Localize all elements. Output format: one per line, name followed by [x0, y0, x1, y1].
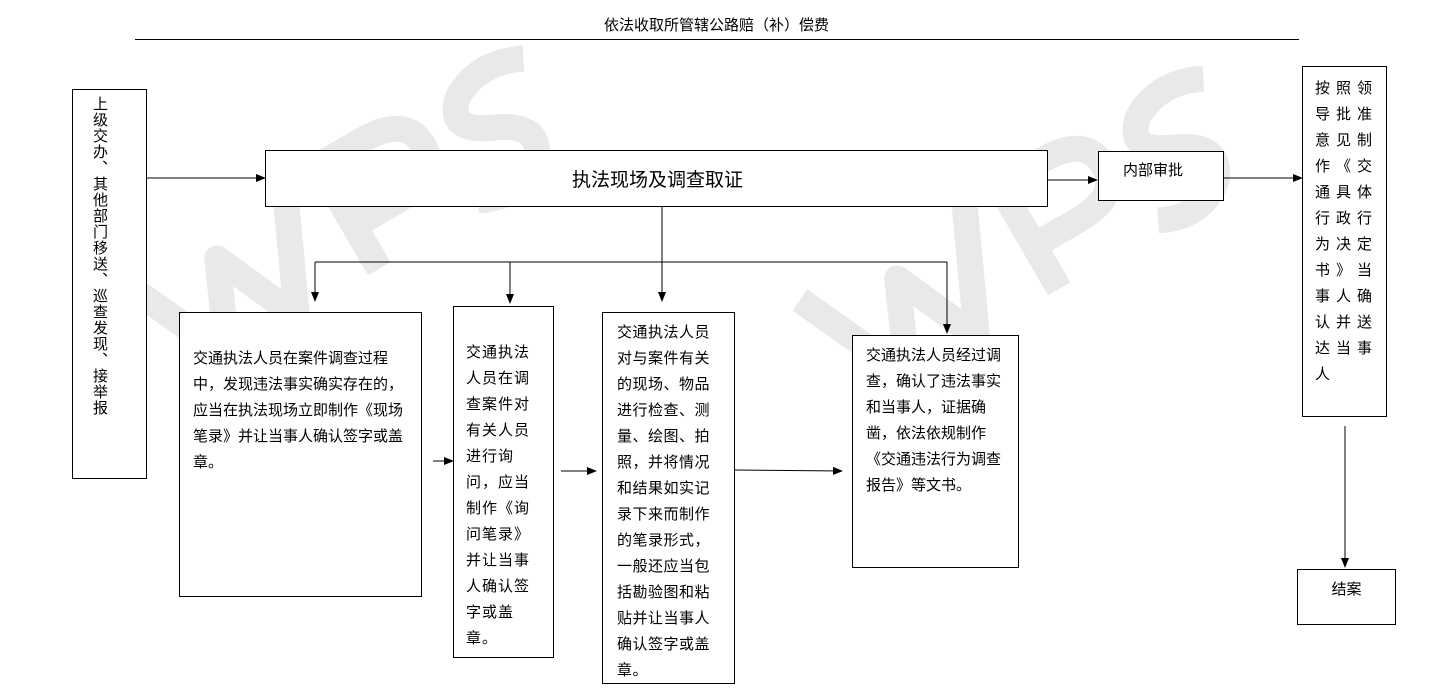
step3-text: 交通执法人员对与案件有关的现场、物品进行检查、测量、绘图、拍照，并将情况和结果如…	[617, 323, 711, 679]
arrow-step3-to-step4	[734, 466, 843, 475]
decision-box: 按照领导批准意见制作《交通具体行政行为决定书》当事人确认并送达当事人	[1302, 66, 1387, 417]
main-step-text: 执法现场及调查取证	[571, 169, 743, 191]
close-box: 结案	[1297, 569, 1396, 625]
title-underline	[135, 39, 1299, 40]
page-title: 依法收取所管辖公路赔（补）偿费	[603, 16, 829, 34]
step1-text: 交通执法人员在案件调查过程中，发现违法事实确实存在的，应当在执法现场立即制作《现…	[193, 349, 404, 471]
step1-box: 交通执法人员在案件调查过程中，发现违法事实确实存在的，应当在执法现场立即制作《现…	[179, 312, 422, 597]
source-box: 上级交办、其他部门移送、巡查发现、接举报	[72, 89, 147, 479]
step2-text: 交通执法人员在调查案件对有关人员进行询问，应当制作《询问笔录》并让当事人确认签字…	[466, 343, 531, 647]
step3-box: 交通执法人员对与案件有关的现场、物品进行检查、测量、绘图、拍照，并将情况和结果如…	[602, 312, 735, 684]
approval-box: 内部审批	[1098, 151, 1224, 201]
step4-text: 交通执法人员经过调查，确认了违法事实和当事人，证据确凿，依法依规制作《交通违法行…	[866, 346, 1002, 494]
step2-box: 交通执法人员在调查案件对有关人员进行询问，应当制作《询问笔录》并让当事人确认签字…	[453, 306, 554, 658]
source-text: 上级交办、其他部门移送、巡查发现、接举报	[91, 96, 109, 416]
close-text: 结案	[1331, 580, 1362, 598]
step4-box: 交通执法人员经过调查，确认了违法事实和当事人，证据确凿，依法依规制作《交通违法行…	[852, 335, 1019, 568]
decision-text: 按照领导批准意见制作《交通具体行政行为决定书》当事人确认并送达当事人	[1315, 79, 1379, 383]
approval-text: 内部审批	[1123, 161, 1184, 179]
main-step-box: 执法现场及调查取证	[265, 150, 1048, 207]
